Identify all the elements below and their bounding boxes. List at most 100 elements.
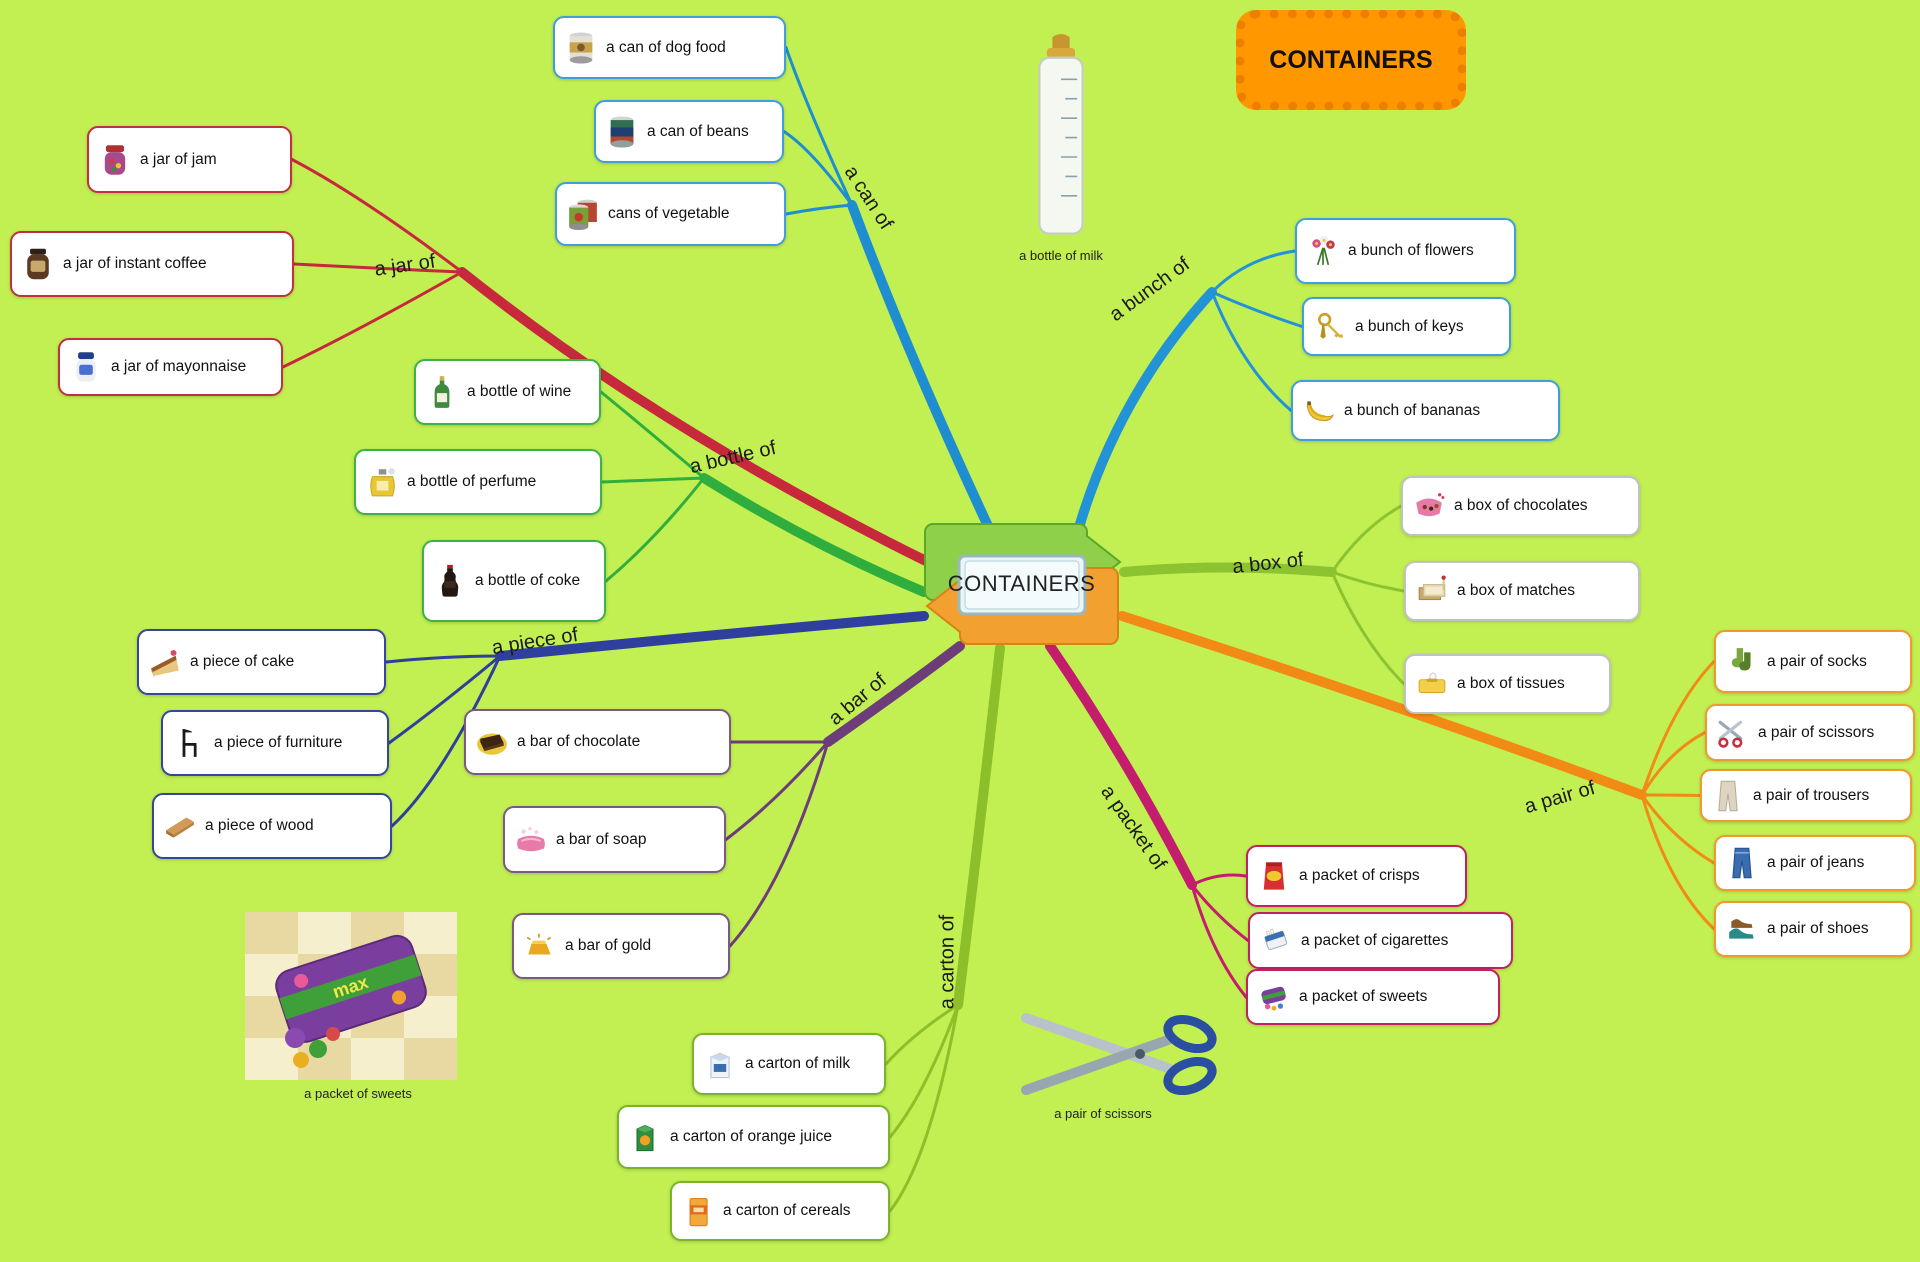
node-a-pair-of-jeans[interactable]: a pair of jeans — [1714, 835, 1916, 891]
branch-can-twig-0-path — [784, 46, 854, 207]
bananas-bunch-icon — [1303, 394, 1335, 428]
branch-box-twig-0-path — [1330, 504, 1403, 574]
branch-packet-twig-2-path — [1190, 883, 1248, 999]
node-a-packet-of-cigarettes[interactable]: a packet of cigarettes — [1248, 912, 1513, 969]
cigarettes-packet-icon — [1260, 924, 1292, 958]
jam-jar-icon — [99, 143, 131, 177]
scissors-image — [1018, 1006, 1224, 1109]
node-a-pair-of-scissors[interactable]: a pair of scissors — [1705, 704, 1915, 761]
node-label: a piece of wood — [205, 817, 314, 834]
node-a-piece-of-cake[interactable]: a piece of cake — [137, 629, 386, 695]
node-label: a bottle of wine — [467, 383, 572, 400]
node-a-packet-of-crisps[interactable]: a packet of crisps — [1246, 845, 1467, 907]
node-a-bunch-of-bananas[interactable]: a bunch of bananas — [1291, 380, 1560, 441]
branch-label-carton[interactable]: a carton of — [936, 914, 959, 1010]
branch-bar-twig-2-path — [728, 740, 830, 948]
node-a-carton-of-cereals[interactable]: a carton of cereals — [670, 1181, 890, 1241]
node-label: a pair of scissors — [1758, 723, 1875, 741]
milk-bottle-caption: a bottle of milk — [1019, 248, 1103, 263]
milk-carton-icon — [704, 1047, 736, 1081]
gold-bar-icon — [524, 929, 556, 963]
center-topic[interactable]: CONTAINERS — [919, 520, 1124, 648]
branch-pair-twig-2-path — [1640, 793, 1702, 797]
node-a-piece-of-furniture[interactable]: a piece of furniture — [161, 710, 389, 776]
branch-bunch-twig-0-path — [1210, 249, 1297, 294]
node-a-bottle-of-coke[interactable]: a bottle of coke — [422, 540, 606, 622]
node-a-jar-of-instant-coffee[interactable]: a jar of instant coffee — [10, 231, 294, 297]
node-a-can-of-beans[interactable]: a can of beans — [594, 100, 784, 163]
flowers-bunch-icon — [1307, 234, 1339, 268]
mayonnaise-jar-icon — [70, 350, 102, 384]
branch-bottle-twig-0-path — [599, 390, 706, 480]
node-label: a pair of trousers — [1753, 786, 1870, 804]
node-label: a box of matches — [1457, 582, 1576, 599]
branch-bar-main-path — [823, 641, 965, 747]
node-cans-of-vegetable[interactable]: cans of vegetable — [555, 182, 786, 246]
node-a-bunch-of-keys[interactable]: a bunch of keys — [1302, 297, 1511, 356]
node-a-bottle-of-wine[interactable]: a bottle of wine — [414, 359, 601, 425]
branch-piece-twig-0-path — [384, 654, 502, 664]
branch-bunch-twig-1-path — [1210, 290, 1304, 328]
node-label: a bar of gold — [565, 937, 652, 954]
dog-food-can-icon — [565, 31, 597, 65]
node-label: a pair of jeans — [1767, 854, 1865, 871]
containers-badge: CONTAINERS — [1236, 10, 1466, 110]
chair-icon — [173, 726, 205, 760]
trousers-icon — [1712, 779, 1744, 813]
node-a-jar-of-mayonnaise[interactable]: a jar of mayonnaise — [58, 338, 283, 396]
branch-jar-twig-1-path — [292, 262, 464, 274]
node-a-carton-of-milk[interactable]: a carton of milk — [692, 1033, 886, 1095]
node-a-box-of-chocolates[interactable]: a box of chocolates — [1401, 476, 1640, 536]
node-a-bar-of-gold[interactable]: a bar of gold — [512, 913, 730, 979]
branch-jar-twig-0-path — [290, 158, 464, 274]
node-a-bar-of-chocolate[interactable]: a bar of chocolate — [464, 709, 731, 775]
node-label: a piece of furniture — [214, 734, 343, 751]
node-a-bunch-of-flowers[interactable]: a bunch of flowers — [1295, 218, 1516, 284]
tissues-box-icon — [1416, 667, 1448, 701]
node-a-pair-of-shoes[interactable]: a pair of shoes — [1714, 901, 1912, 957]
node-a-packet-of-sweets[interactable]: a packet of sweets — [1246, 969, 1500, 1025]
sweets-packet-image: max — [245, 912, 457, 1085]
keys-bunch-icon — [1314, 310, 1346, 344]
branch-bottle-twig-1-path — [600, 476, 706, 484]
node-label: a bunch of flowers — [1348, 242, 1474, 259]
node-a-can-of-dog-food[interactable]: a can of dog food — [553, 16, 786, 79]
branch-carton-twig-1-path — [888, 1003, 960, 1139]
node-a-carton-of-orange-juice[interactable]: a carton of orange juice — [617, 1105, 890, 1169]
node-label: a bar of chocolate — [517, 733, 641, 750]
branch-pair-twig-0-path — [1640, 660, 1716, 797]
node-label: a can of beans — [647, 122, 749, 140]
node-label: a bottle of coke — [475, 572, 581, 589]
node-label: cans of vegetable — [608, 205, 730, 222]
crisps-packet-icon — [1258, 859, 1290, 893]
sweets-packet-caption: a packet of sweets — [304, 1086, 412, 1101]
node-a-piece-of-wood[interactable]: a piece of wood — [152, 793, 392, 859]
node-a-pair-of-socks[interactable]: a pair of socks — [1714, 630, 1912, 693]
node-a-bar-of-soap[interactable]: a bar of soap — [503, 806, 726, 873]
branch-piece-twig-2-path — [390, 654, 502, 828]
node-a-bottle-of-perfume[interactable]: a bottle of perfume — [354, 449, 602, 515]
node-label: a bar of soap — [556, 830, 647, 848]
branch-carton-twig-2-path — [888, 1003, 960, 1213]
branch-pair-twig-4-path — [1640, 793, 1716, 931]
coffee-jar-icon — [22, 247, 54, 281]
wine-bottle-icon — [426, 375, 458, 409]
branch-bottle-twig-2-path — [604, 476, 706, 583]
node-a-box-of-matches[interactable]: a box of matches — [1404, 561, 1640, 621]
branch-can-twig-1-path — [782, 130, 854, 207]
node-label: a can of dog food — [606, 38, 726, 56]
node-a-pair-of-trousers[interactable]: a pair of trousers — [1700, 769, 1912, 822]
node-a-jar-of-jam[interactable]: a jar of jam — [87, 126, 292, 193]
perfume-bottle-icon — [366, 465, 398, 499]
branch-piece-twig-1-path — [387, 654, 502, 745]
branch-bar-twig-1-path — [724, 740, 830, 841]
node-label: a bottle of perfume — [407, 473, 537, 490]
soap-bar-icon — [515, 823, 547, 857]
chocolates-box-icon — [1413, 489, 1445, 523]
shoes-icon — [1726, 912, 1758, 946]
branch-box-main-path — [1119, 562, 1337, 577]
node-a-box-of-tissues[interactable]: a box of tissues — [1404, 654, 1611, 714]
branch-bunch-twig-2-path — [1210, 290, 1293, 412]
center-topic-label: CONTAINERS — [947, 571, 1096, 596]
